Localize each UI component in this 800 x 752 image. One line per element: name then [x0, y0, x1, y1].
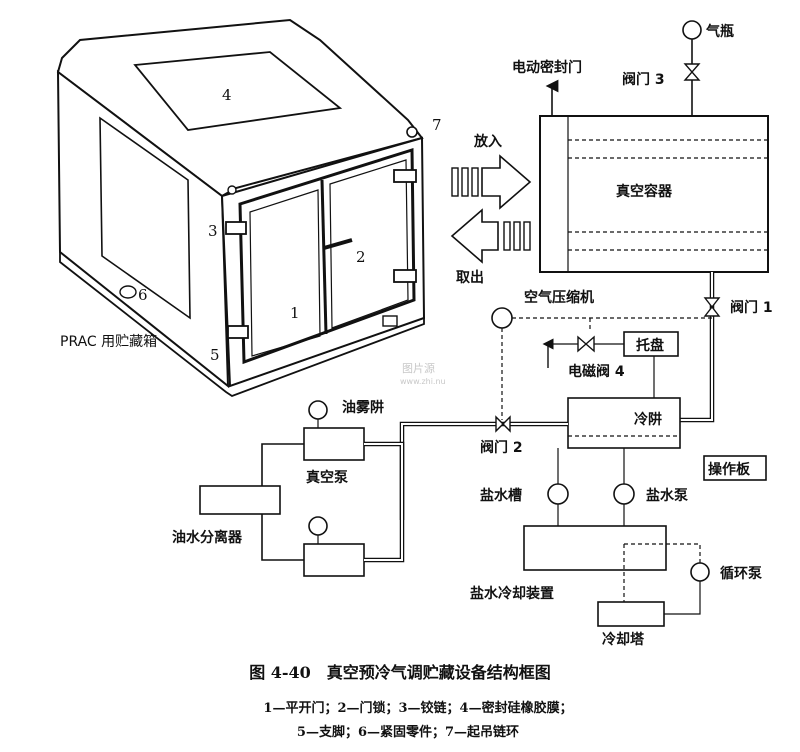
- vacuum-vessel: 真空容器: [539, 115, 769, 273]
- valve-3-label: 阀门 3: [622, 71, 665, 88]
- figure-caption: 图 4-40 真空预冷气调贮藏设备结构框图: [249, 663, 551, 682]
- watermark-text: 图片源: [402, 361, 435, 375]
- cooling-tower-box: [597, 601, 665, 627]
- support-feet: [59, 252, 425, 398]
- in-arrow: 放入: [451, 133, 532, 210]
- hinge-1: [225, 221, 247, 235]
- part-number-2: 2: [356, 248, 366, 266]
- prac-storage-box: 4 7 3 2 1 6 5 PRAC 用贮藏箱: [56, 18, 442, 398]
- device-name: PRAC 用贮藏箱: [60, 334, 157, 350]
- circulation-pump-label: 循环泵: [720, 565, 762, 582]
- hinge-2: [227, 325, 249, 339]
- part-number-5: 5: [210, 346, 220, 364]
- cold-trap-label: 冷阱: [634, 411, 662, 428]
- air-compressor-label: 空气压缩机: [524, 289, 594, 306]
- oil-water-separator-box: [199, 485, 281, 515]
- door-lock: [323, 238, 353, 250]
- brine-pump-icon: [613, 483, 635, 505]
- tray-label: 托盘: [636, 337, 664, 354]
- circulation-pump-icon: [690, 562, 710, 582]
- out-label: 取出: [456, 269, 484, 286]
- oil-water-separator-label: 油水分离器: [172, 529, 243, 546]
- electric-door-label: 电动密封门: [512, 59, 582, 76]
- solenoid-valve-4-icon: [577, 335, 595, 353]
- brine-tank-icon: [547, 483, 569, 505]
- air-compressor-icon: [491, 307, 513, 329]
- part-number-1: 1: [290, 304, 300, 322]
- valve-1-icon: [703, 297, 721, 317]
- valve-2-label: 阀门 2: [480, 439, 523, 456]
- brine-tank-label: 盐水槽: [480, 487, 522, 504]
- valve-3-icon: [683, 63, 701, 81]
- brine-cooler-label: 盐水冷却装置: [470, 585, 554, 602]
- gas-cylinder-icon: [682, 20, 702, 40]
- cold-trap-box: [567, 397, 681, 449]
- hinge-3: [393, 169, 417, 183]
- valve-2-icon: [495, 415, 511, 433]
- cooling-tower-label: 冷却塔: [602, 631, 645, 648]
- brine-cooler-box: [523, 525, 667, 571]
- legend-line-2: 5—支脚；6—紧固零件；7—起吊链环: [297, 724, 519, 740]
- lifting-ring: [406, 126, 418, 138]
- valve-1-label: 阀门 1: [730, 299, 773, 316]
- solenoid-valve-4-label: 电磁阀 4: [568, 363, 625, 380]
- vacuum-pump-label: 真空泵: [306, 469, 348, 486]
- legend-line-1: 1—平开门；2—门锁；3—铰链；4—密封硅橡胶膜；: [263, 700, 572, 716]
- vacuum-vessel-label: 真空容器: [616, 183, 673, 200]
- part-number-3: 3: [208, 222, 218, 240]
- oil-mist-trap-label: 油雾阱: [342, 399, 384, 416]
- part-number-7: 7: [432, 116, 442, 134]
- vacuum-pump-lower: [303, 516, 365, 577]
- out-arrow: 取出: [450, 208, 531, 286]
- sealing-membrane: [133, 51, 343, 131]
- part-number-6: 6: [138, 286, 148, 304]
- oil-mist-trap-icon: [308, 400, 328, 420]
- door-split: [320, 179, 328, 335]
- hinge-4: [393, 269, 417, 283]
- control-panel-label: 操作板: [708, 461, 751, 478]
- control-panel-box: [703, 455, 767, 481]
- brine-pump-label: 盐水泵: [646, 487, 688, 504]
- watermark-url: www.zhi.nu: [400, 377, 446, 386]
- gas-cylinder-label: 气瓶: [705, 23, 734, 40]
- in-label: 放入: [473, 133, 502, 150]
- part-number-4: 4: [222, 86, 232, 104]
